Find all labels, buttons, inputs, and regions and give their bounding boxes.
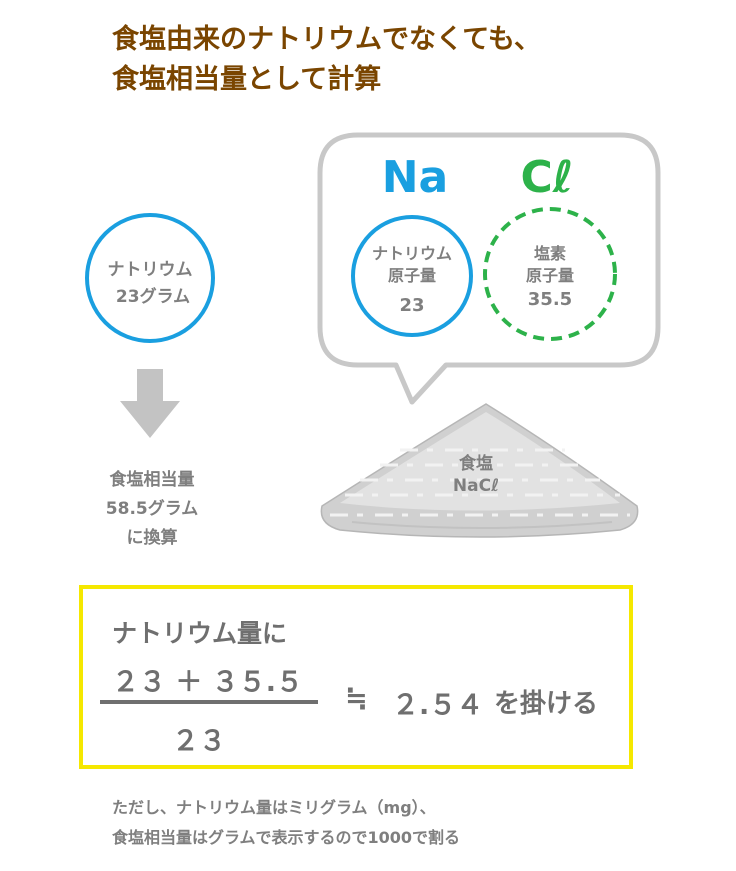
footnote-line-1: ただし、ナトリウム量はミリグラム（mg）、	[112, 798, 436, 817]
down-arrow-icon	[120, 369, 180, 438]
formula-result: ２.５４	[392, 690, 484, 721]
cl-atom-circle	[483, 207, 617, 341]
formula-numerator: ２３ ＋ ３５.５	[112, 667, 304, 698]
salt-label-2: NaCℓ	[453, 476, 499, 496]
cl-atom-label-2: 原子量	[526, 266, 574, 285]
na-atom-label-1: ナトリウム	[372, 244, 452, 263]
sodium-circle-line-2: 23グラム	[116, 286, 190, 307]
cl-atom-label-1: 塩素	[534, 244, 566, 263]
cl-symbol: Cℓ	[520, 152, 573, 203]
sodium-circle-line-1: ナトリウム	[108, 260, 193, 280]
result-line-2: 58.5グラム	[105, 499, 199, 519]
footnote: ただし、ナトリウム量はミリグラム（mg）、 食塩相当量はグラムで表示するので10…	[112, 793, 460, 853]
sodium-circle	[85, 213, 215, 343]
formula-prefix: ナトリウム量に	[112, 619, 288, 648]
page-title: 食塩由来のナトリウムでなくても、 食塩相当量として計算	[112, 20, 541, 100]
result-line-3: に換算	[126, 528, 178, 548]
title-line-1: 食塩由来のナトリウムでなくても、	[112, 24, 542, 55]
na-atom-circle	[351, 215, 473, 337]
cl-atom-value: 35.5	[528, 289, 572, 310]
speech-bubble	[317, 132, 661, 405]
formula-approx-sign: ≒	[345, 683, 368, 714]
title-line-2: 食塩相当量として計算	[112, 64, 382, 95]
formula-suffix: を掛ける	[494, 689, 599, 719]
formula-box	[79, 585, 633, 769]
na-atom-label-2: 原子量	[388, 266, 436, 285]
salt-pile	[320, 403, 639, 538]
na-atom-value: 23	[399, 295, 424, 316]
salt-label-1: 食塩	[459, 453, 493, 474]
result-line-1: 食塩相当量	[109, 470, 195, 490]
formula-denominator: ２３	[172, 726, 226, 757]
na-symbol: Na	[382, 152, 449, 203]
salt-equivalent-result: 食塩相当量 58.5グラム に換算	[62, 466, 242, 553]
footnote-line-2: 食塩相当量はグラムで表示するので1000で割る	[112, 828, 461, 847]
